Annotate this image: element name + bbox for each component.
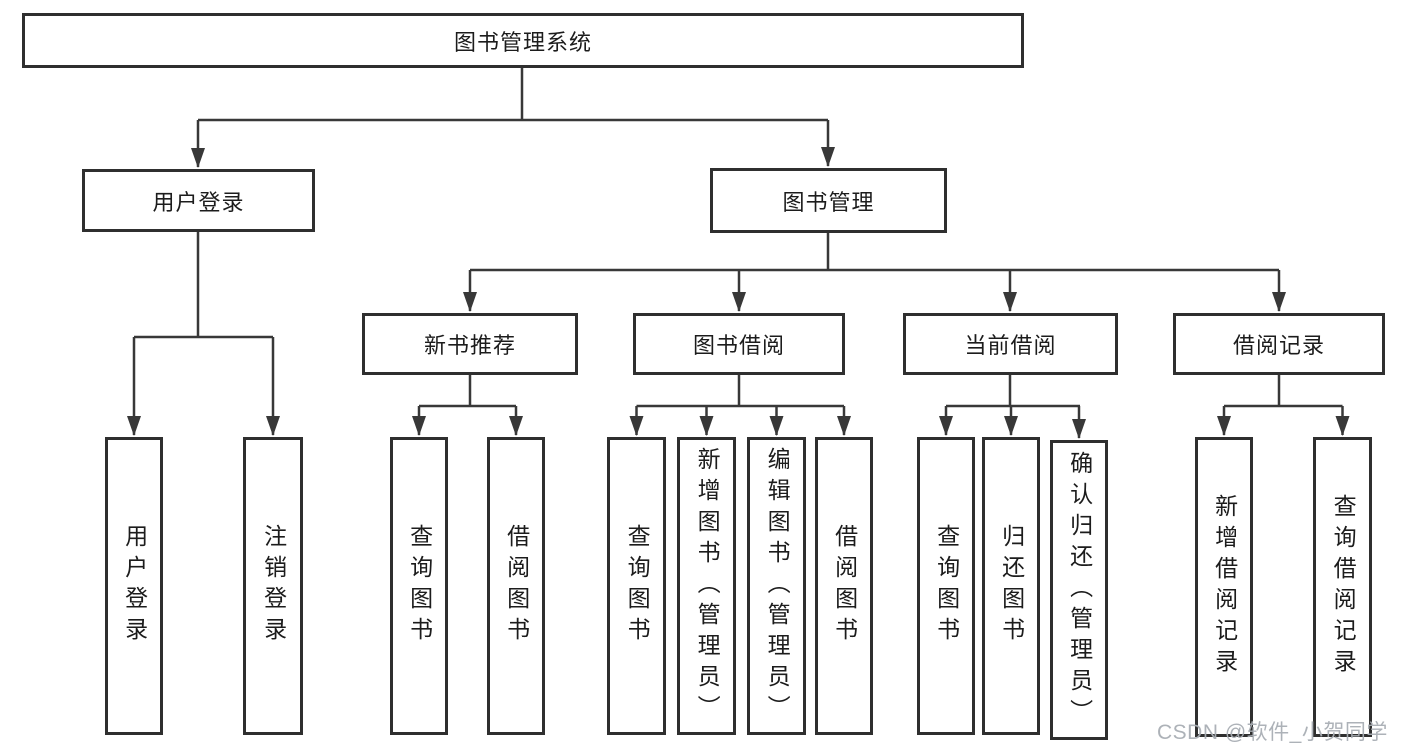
leaf-label: 确认归还（管理员） <box>1066 450 1093 730</box>
leaf-query-books-borrow: 查询图书 <box>607 437 666 735</box>
connector <box>134 232 273 339</box>
node-borrow-records: 借阅记录 <box>1173 313 1385 375</box>
connector <box>636 375 844 408</box>
node-book-mgmt-label: 图书管理 <box>782 189 875 215</box>
node-root: 图书管理系统 <box>22 13 1024 68</box>
leaf-borrow-books-new: 借阅图书 <box>487 437 545 735</box>
node-user-login: 用户登录 <box>82 169 315 232</box>
leaf-label: 新增图书（管理员） <box>694 446 721 726</box>
leaf-label: 查询图书 <box>624 524 651 648</box>
connector <box>419 375 516 408</box>
node-current-borrowing-label: 当前借阅 <box>964 333 1057 358</box>
node-borrow-records-label: 借阅记录 <box>1232 333 1325 358</box>
leaf-borrow-books: 借阅图书 <box>815 437 873 735</box>
leaf-add-borrow-record: 新增借阅记录 <box>1195 437 1253 737</box>
csdn-watermark: CSDN @软件_小贺同学 <box>1157 721 1388 744</box>
leaf-label: 借阅图书 <box>503 524 530 648</box>
leaf-edit-books-admin: 编辑图书（管理员） <box>747 437 806 735</box>
connector <box>1224 375 1343 408</box>
node-root-label: 图书管理系统 <box>453 29 592 55</box>
leaf-label: 查询图书 <box>406 524 433 648</box>
node-new-books-label: 新书推荐 <box>423 333 516 358</box>
connector <box>470 233 1279 272</box>
leaf-label: 编辑图书（管理员） <box>764 446 791 726</box>
leaf-label: 新增借阅记录 <box>1211 494 1238 680</box>
node-current-borrowing: 当前借阅 <box>903 313 1118 375</box>
leaf-logout: 注销登录 <box>243 437 303 735</box>
leaf-label: 归还图书 <box>998 524 1025 648</box>
leaf-label: 查询图书 <box>933 524 960 648</box>
leaf-query-books-current: 查询图书 <box>917 437 975 735</box>
leaf-return-books: 归还图书 <box>982 437 1040 735</box>
leaf-add-books-admin: 新增图书（管理员） <box>677 437 736 735</box>
leaf-query-books-new: 查询图书 <box>390 437 448 735</box>
connector <box>946 375 1080 408</box>
leaf-label: 注销登录 <box>260 524 287 648</box>
leaf-user-login: 用户登录 <box>105 437 163 735</box>
leaf-label: 查询借阅记录 <box>1330 494 1357 680</box>
leaf-query-borrow-record: 查询借阅记录 <box>1313 437 1372 737</box>
node-book-borrowing-label: 图书借阅 <box>692 333 785 358</box>
node-book-mgmt: 图书管理 <box>710 168 947 233</box>
node-book-borrowing: 图书借阅 <box>633 313 845 375</box>
leaf-label: 借阅图书 <box>831 524 858 648</box>
connector <box>198 68 828 122</box>
leaf-confirm-return-admin: 确认归还（管理员） <box>1050 440 1108 740</box>
node-new-books: 新书推荐 <box>362 313 578 375</box>
leaf-label: 用户登录 <box>121 524 148 648</box>
node-user-login-label: 用户登录 <box>152 189 245 215</box>
